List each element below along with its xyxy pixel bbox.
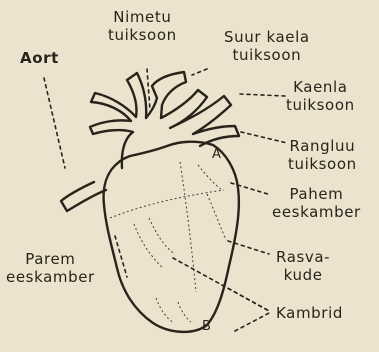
label-suur-kaela-line1: Suur kaela <box>224 28 310 46</box>
label-nimetu-tuiksoon: Nimetu tuiksoon <box>108 8 177 44</box>
fat-vessel-2 <box>149 218 175 254</box>
label-parem-line2: eeskamber <box>6 268 95 286</box>
label-kambrid: Kambrid <box>276 304 343 322</box>
label-b: B <box>202 318 212 336</box>
label-rasvakude: Rasva- kude <box>276 248 330 284</box>
label-a: A <box>212 146 222 164</box>
label-rasva-line2: kude <box>276 266 330 284</box>
ventricle-vessel-2 <box>178 302 191 322</box>
septum-line <box>180 162 196 292</box>
label-pahem-line1: Pahem <box>272 185 361 203</box>
fat-vessel-3 <box>207 194 226 240</box>
leader-aort <box>44 78 65 168</box>
label-kaenla-tuiksoon: Kaenla tuiksoon <box>286 78 355 114</box>
label-rangluu-line2: tuiksoon <box>288 155 357 173</box>
label-kaenla-line1: Kaenla <box>286 78 355 96</box>
label-rangluu-line1: Rangluu <box>288 137 357 155</box>
leader-suur-kaela <box>192 69 207 75</box>
label-parem-eeskamber: Parem eeskamber <box>6 250 95 286</box>
leader-nimetu <box>147 69 150 110</box>
leader-kambrid-3 <box>235 312 271 331</box>
leader-kambrid-2 <box>222 285 271 312</box>
fat-vessel-1 <box>134 224 163 268</box>
left-artery-outline <box>61 182 106 211</box>
leader-rangluu <box>241 132 287 143</box>
label-pahem-eeskamber: Pahem eeskamber <box>272 185 361 221</box>
label-nimetu-line1: Nimetu <box>108 8 177 26</box>
label-kaenla-line2: tuiksoon <box>286 96 355 114</box>
label-pahem-line2: eeskamber <box>272 203 361 221</box>
label-aort: Aort <box>20 49 59 67</box>
leader-kaenla <box>240 94 285 96</box>
fat-vessel-4 <box>198 165 222 190</box>
label-parem-line1: Parem <box>6 250 95 268</box>
label-rasva-line1: Rasva- <box>276 248 330 266</box>
label-rangluu-tuiksoon: Rangluu tuiksoon <box>288 137 357 173</box>
ventricle-vessel <box>156 298 174 323</box>
heart-outline <box>104 142 239 332</box>
label-suur-kaela-tuiksoon: Suur kaela tuiksoon <box>224 28 310 64</box>
label-suur-kaela-line2: tuiksoon <box>224 46 310 64</box>
label-nimetu-line2: tuiksoon <box>108 26 177 44</box>
